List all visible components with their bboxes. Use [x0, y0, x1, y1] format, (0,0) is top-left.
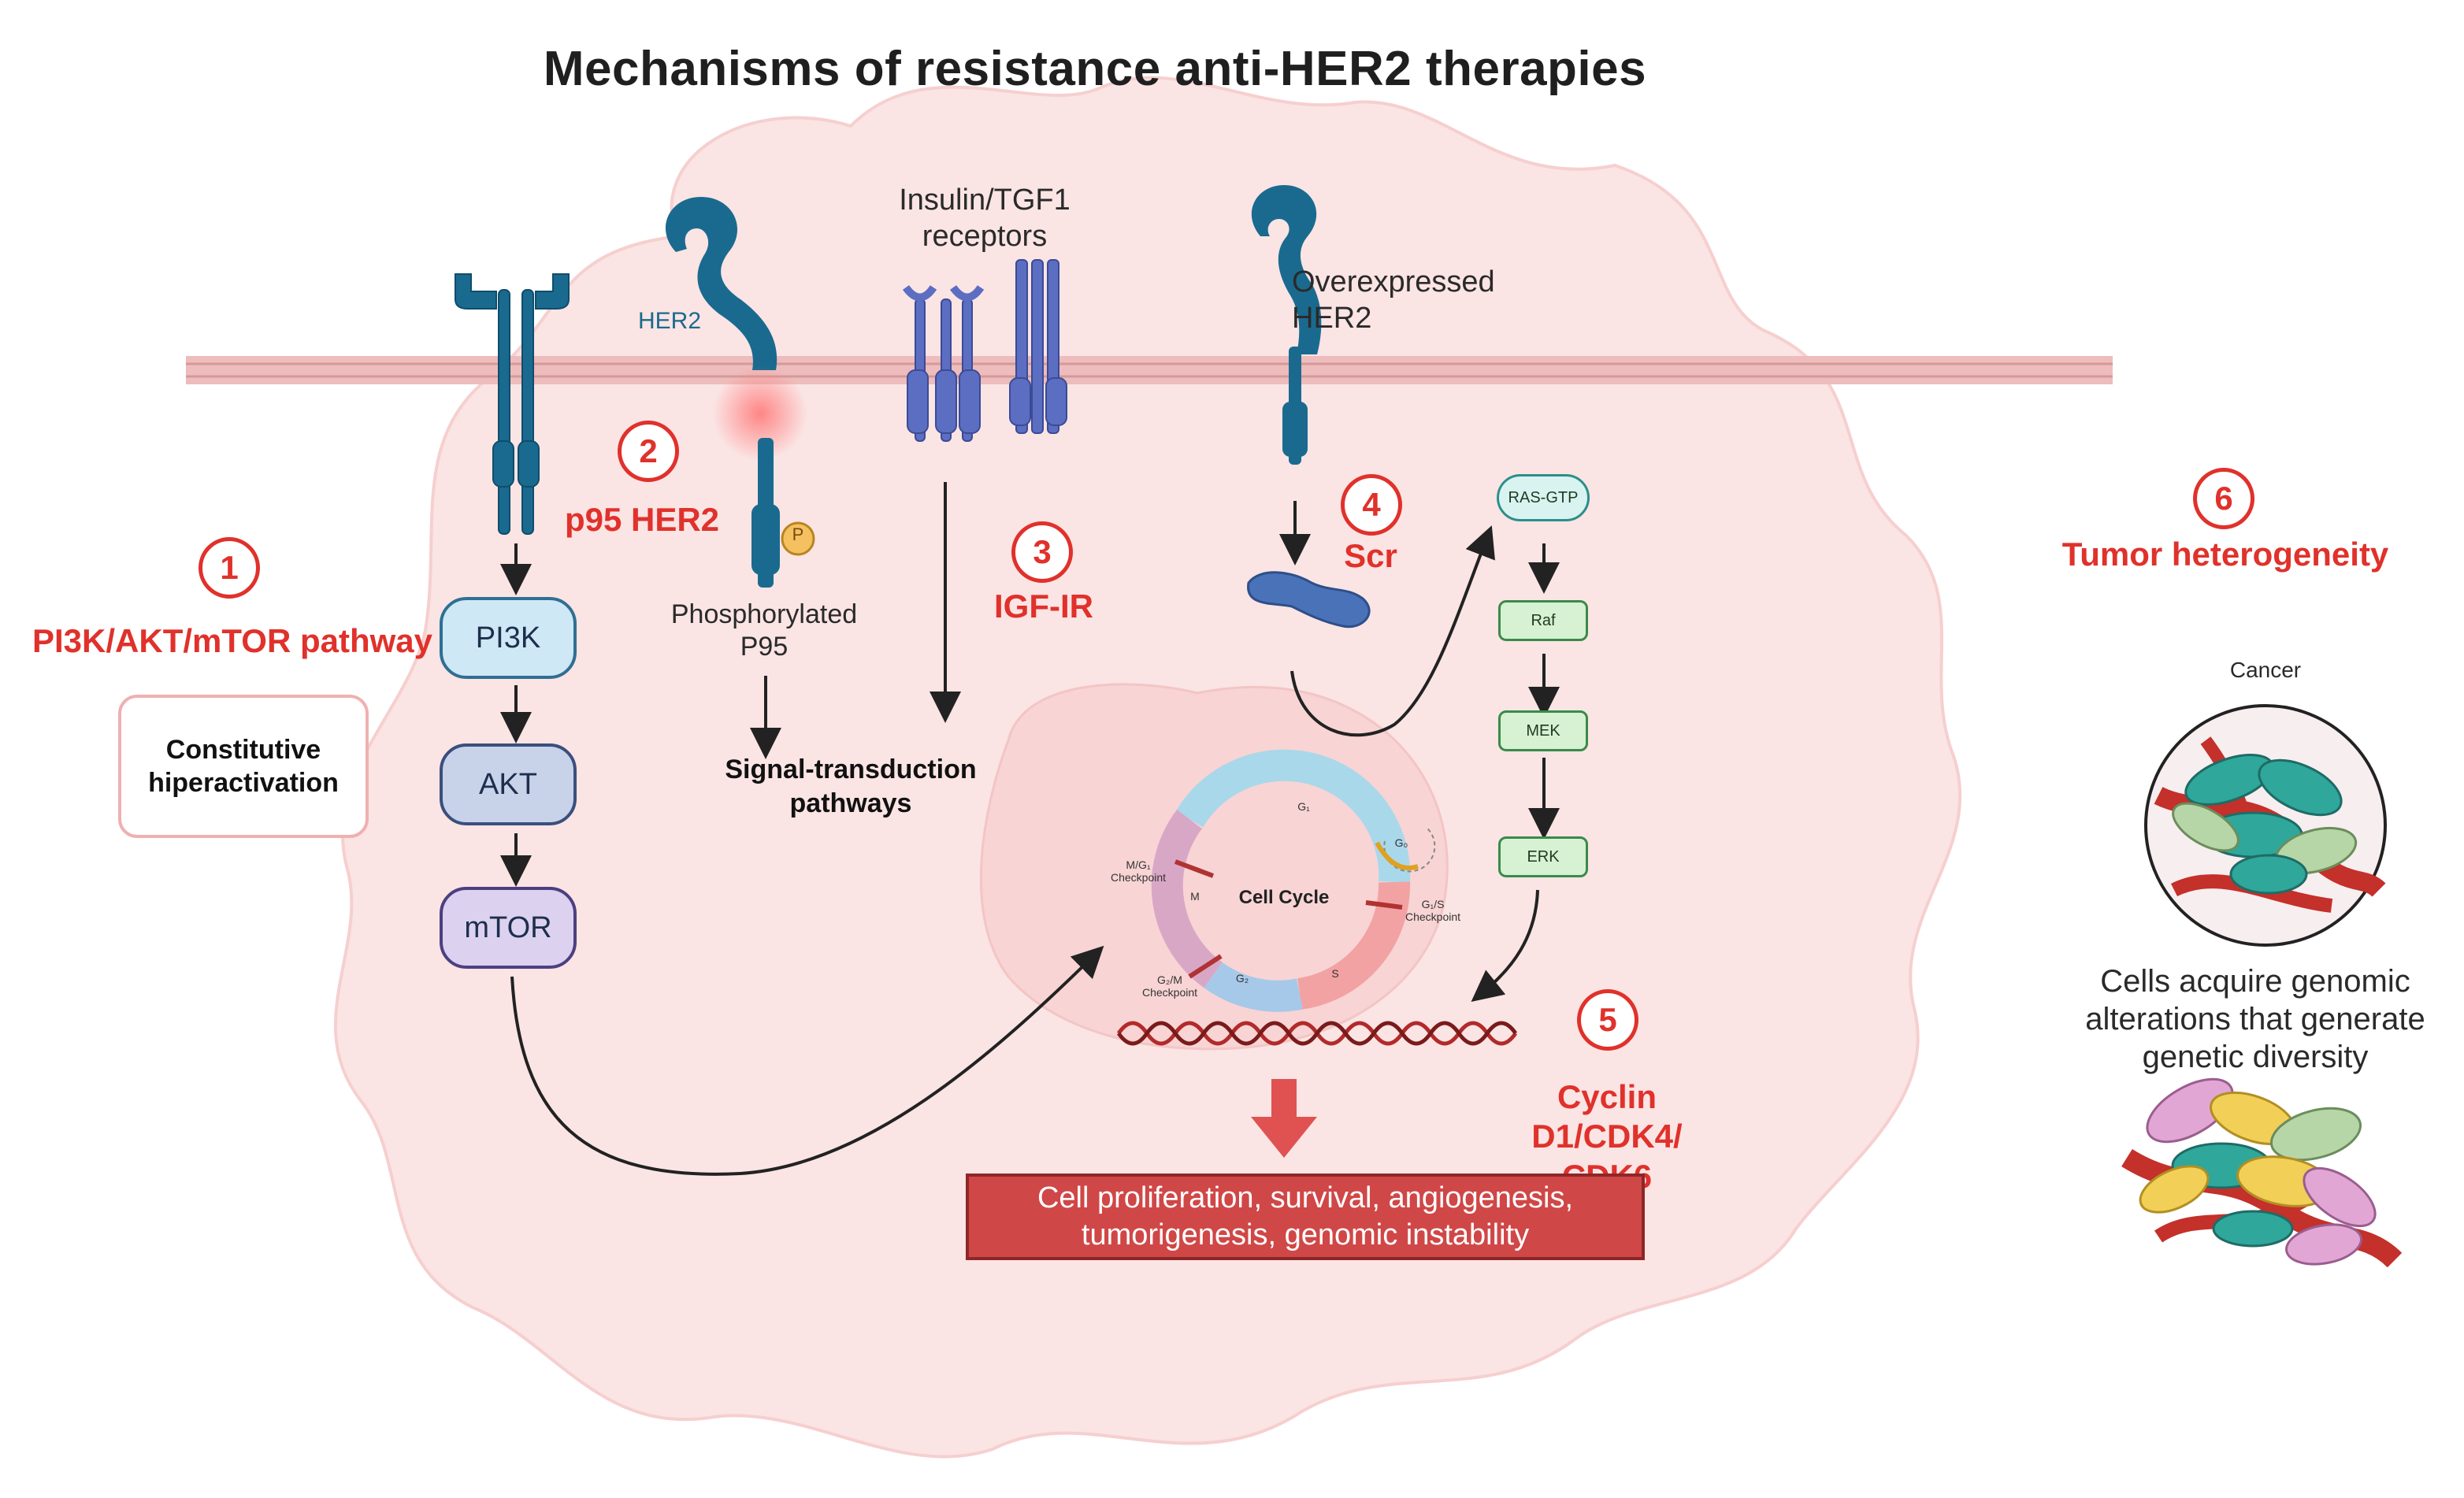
- phospho-circle: [781, 521, 815, 556]
- result-text: Cell proliferation, survival, angiogenes…: [1037, 1181, 1574, 1252]
- mechanism-2-label: p95 HER2: [564, 501, 720, 538]
- phospho-symbol: P: [792, 525, 804, 544]
- cancer-label: Cancer: [2229, 658, 2302, 682]
- phase-s: S: [1331, 967, 1339, 980]
- cell-cycle-title: Cell Cycle: [1238, 887, 1330, 908]
- her2-label: HER2: [637, 308, 702, 334]
- mechanism-6-label: Tumor heterogeneity: [2061, 536, 2389, 573]
- raf-node: Raf: [1498, 600, 1588, 641]
- mechanism-5-number: 5: [1577, 989, 1638, 1051]
- mechanism-6-number: 6: [2193, 468, 2254, 529]
- constitutive-box: Constitutive hiperactivation: [118, 695, 369, 838]
- scr-protein: [1247, 571, 1371, 628]
- mechanism-3-number: 3: [1011, 521, 1073, 583]
- mek-node: MEK: [1498, 710, 1588, 751]
- result-box: Cell proliferation, survival, angiogenes…: [966, 1174, 1645, 1260]
- heterogeneous-tumor: [2121, 1077, 2403, 1268]
- phase-m: M: [1190, 890, 1200, 903]
- mtor-node: mTOR: [440, 887, 577, 969]
- checkpoint-g2-m: G₂/M Checkpoint: [1141, 973, 1198, 999]
- receptor-p95: [751, 438, 780, 588]
- insulin-receptors-label: Insulin/TGF1 receptors: [899, 184, 1071, 253]
- constitutive-text: Constitutive hiperactivation: [148, 734, 339, 799]
- mechanism-3-label: IGF-IR: [994, 588, 1093, 625]
- receptor-insulin: [902, 259, 1067, 442]
- receptor-her2: [665, 197, 777, 370]
- diagram-title: Mechanisms of resistance anti-HER2 thera…: [543, 42, 1647, 96]
- receptor-pi3k: [455, 273, 570, 535]
- mechanism-1-number: 1: [199, 537, 260, 599]
- phosphorylated-p95-label: Phosphorylated P95: [670, 599, 858, 662]
- akt-node: AKT: [440, 743, 577, 825]
- receptor-overexpressed-her2: [1251, 185, 1322, 465]
- cancer-illustration: [2144, 704, 2387, 947]
- mechanism-4-label: Scr: [1344, 537, 1397, 574]
- dna-helix: [1116, 1021, 1518, 1046]
- cell-membrane: [186, 356, 2113, 384]
- result-arrow: [1251, 1079, 1317, 1158]
- arrows: [500, 482, 1560, 1176]
- heterogeneity-description: Cells acquire genomic alterations that g…: [2085, 964, 2425, 1074]
- phase-g2: G₂: [1235, 972, 1249, 984]
- checkpoint-m-g1: M/G₁ Checkpoint: [1110, 858, 1167, 884]
- pi3k-node: PI3K: [440, 597, 577, 679]
- mechanism-1-label: PI3K/AKT/mTOR pathway: [32, 622, 432, 659]
- signal-transduction-label: Signal-transduction pathways: [725, 755, 977, 818]
- phase-g1: G₁: [1297, 800, 1310, 813]
- mechanism-2-number: 2: [618, 421, 679, 482]
- overexpressed-her2-label: Overexpressed HER2: [1292, 265, 1495, 335]
- cell-cycle-diagram: [1151, 749, 1436, 1012]
- ras-gtp-node: RAS-GTP: [1497, 474, 1590, 521]
- phase-g0: G₀: [1394, 836, 1408, 849]
- mechanism-4-number: 4: [1341, 474, 1402, 536]
- checkpoint-g1-s: G₁/S Checkpoint: [1405, 898, 1461, 924]
- erk-node: ERK: [1498, 836, 1588, 877]
